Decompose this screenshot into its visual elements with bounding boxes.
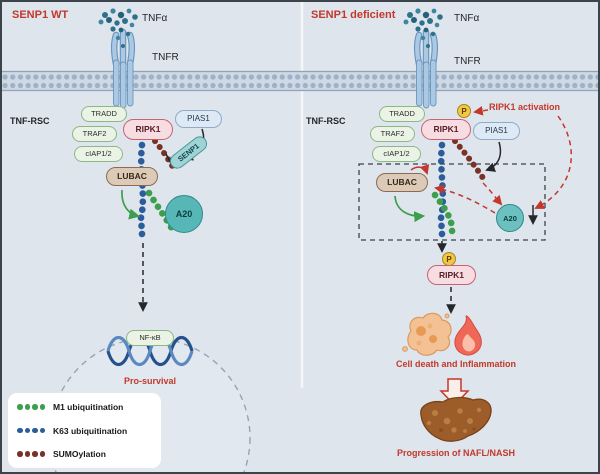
legend-item-m1: M1 ubiquitination [17, 402, 152, 412]
pias1-right: PIAS1 [473, 122, 520, 140]
ripk1-active: RIPK1 [427, 265, 476, 285]
right-sumo-chain [452, 138, 486, 181]
phospho-badge-top: P [457, 104, 471, 118]
legend-label-sumo: SUMOylation [53, 449, 106, 459]
complex-label-right: TNF-RSC [306, 116, 346, 126]
a20-left: A20 [165, 195, 203, 233]
k63-chain-swatch [17, 427, 49, 434]
right-panel-title: SENP1 deficient [311, 9, 396, 21]
pro-survival-label: Pro-survival [123, 376, 177, 386]
tnfa-label-right: TNFα [454, 13, 480, 24]
tnfr-receptor-left [114, 32, 134, 108]
tnfr-label-right: TNFR [454, 56, 481, 67]
lubac-left: LUBAC [106, 167, 158, 186]
ripk1-left: RIPK1 [123, 119, 173, 140]
m1-chain-swatch [17, 404, 49, 410]
dying-cell-icon [402, 312, 452, 356]
ripk1-activation-label: RIPK1 activation [489, 102, 561, 112]
lubac-right: LUBAC [376, 173, 428, 192]
legend: M1 ubiquitination K63 ubiquitination SUM… [8, 393, 161, 468]
dna-helix [106, 335, 194, 367]
legend-label-m1: M1 ubiquitination [53, 402, 124, 412]
legend-item-sumo: SUMOylation [17, 449, 152, 459]
sumo-chain-swatch [17, 451, 49, 457]
left-panel-title: SENP1 WT [12, 9, 69, 21]
flame-icon [454, 315, 482, 356]
progression-label: Progression of NAFL/NASH [396, 448, 515, 458]
ciap-left: cIAP1/2 [74, 146, 123, 162]
left-k63-chain [137, 141, 147, 238]
dysregulation-box [358, 163, 546, 241]
right-m1-chain [431, 191, 456, 236]
pias1-left: PIAS1 [175, 110, 222, 128]
cell-membrane [2, 70, 598, 92]
right-arrows [394, 105, 572, 314]
legend-item-k63: K63 ubiquitination [17, 426, 152, 436]
tnfr-label-left: TNFR [152, 52, 179, 63]
tnfr-receptor-right [417, 32, 437, 108]
liver-icon [420, 396, 492, 442]
legend-label-k63: K63 ubiquitination [53, 425, 128, 436]
tradd-left: TRADD [81, 106, 127, 122]
cell-death-label: Cell death and Inflammation [395, 359, 516, 369]
complex-label-left: TNF-RSC [10, 116, 50, 126]
a20-right: A20 [496, 204, 524, 232]
tnfa-label-left: TNFα [142, 13, 168, 24]
traf2-right: TRAF2 [370, 126, 415, 142]
nfkb-pill: NF-κB [126, 330, 174, 346]
ciap-right: cIAP1/2 [372, 146, 421, 162]
tradd-right: TRADD [379, 106, 425, 122]
ripk1-right: RIPK1 [421, 119, 471, 140]
traf2-left: TRAF2 [72, 126, 117, 142]
phospho-badge-bottom: P [442, 252, 456, 266]
